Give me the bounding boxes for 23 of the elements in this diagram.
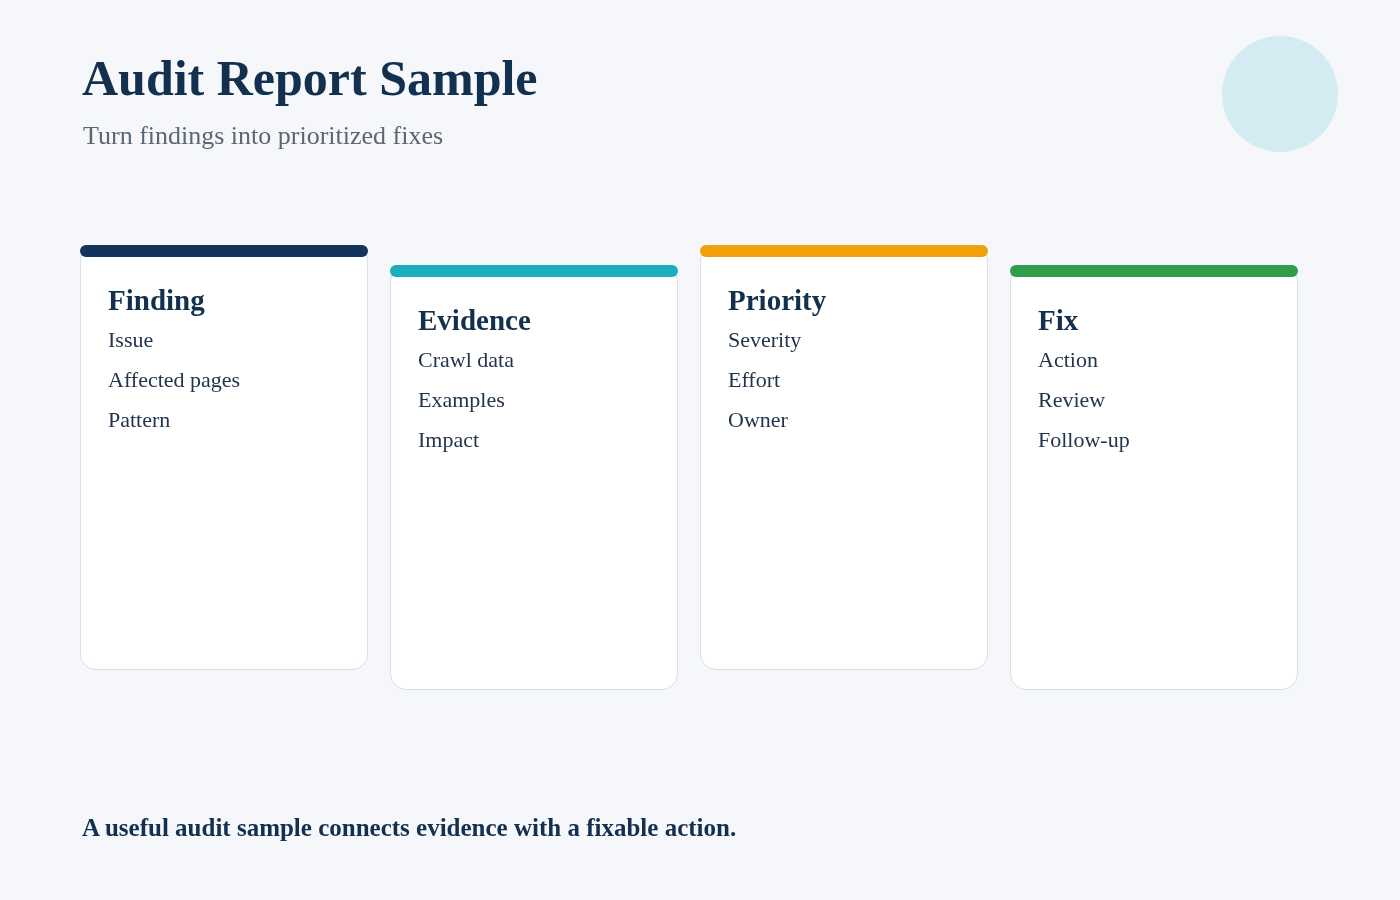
list-item: Owner bbox=[728, 406, 788, 434]
list-item: Affected pages bbox=[108, 366, 241, 394]
list-item: Effort bbox=[728, 366, 781, 394]
list-item: Impact bbox=[418, 426, 480, 454]
card bbox=[80, 245, 368, 670]
card bbox=[700, 245, 988, 670]
list-item: Severity bbox=[728, 326, 802, 354]
card-heading: Finding bbox=[108, 283, 205, 318]
list-item: Action bbox=[1038, 346, 1098, 374]
list-item: Follow-up bbox=[1038, 426, 1130, 454]
card bbox=[1010, 265, 1298, 690]
card bbox=[390, 265, 678, 690]
page-title: Audit Report Sample bbox=[82, 49, 538, 108]
list-item: Review bbox=[1038, 386, 1106, 414]
list-item: Crawl data bbox=[418, 346, 514, 374]
subtitle: Turn findings into prioritized fixes bbox=[83, 120, 444, 152]
list-item: Issue bbox=[108, 326, 154, 354]
list-item: Examples bbox=[418, 386, 505, 414]
caption-text: A useful audit sample connects evidence with a fixable action. bbox=[82, 813, 737, 843]
list-item: Pattern bbox=[108, 406, 171, 434]
card-heading: Fix bbox=[1038, 303, 1079, 338]
card-heading: Evidence bbox=[418, 303, 531, 338]
card-heading: Priority bbox=[728, 283, 827, 318]
